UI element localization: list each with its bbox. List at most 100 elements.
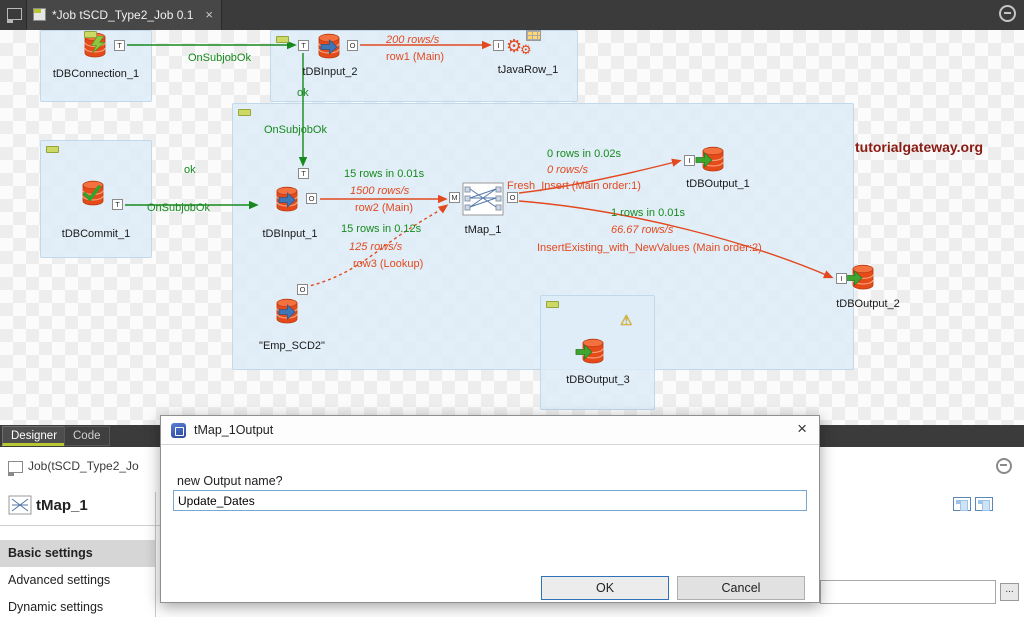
link-row2-name[interactable]: row2 (Main) xyxy=(355,202,414,214)
ok-button[interactable]: OK xyxy=(541,576,669,600)
grid-icon xyxy=(526,30,541,41)
link-row3-stats: 15 rows in 0.12s xyxy=(341,223,422,235)
bolt-icon xyxy=(89,36,106,53)
expression-field[interactable] xyxy=(820,580,996,604)
subjob-collapse-marker[interactable] xyxy=(276,36,289,43)
link-row2-stats: 15 rows in 0.01s xyxy=(344,168,425,180)
output-arrow-icon xyxy=(845,270,863,286)
dialog-prompt: new Output name? xyxy=(177,474,283,488)
empscd2-icon[interactable] xyxy=(272,296,308,330)
component-label-tmap1[interactable]: tMap_1 xyxy=(464,224,502,236)
port-input[interactable]: I xyxy=(493,40,504,51)
subjob-collapse-marker[interactable] xyxy=(546,301,559,308)
tab-code[interactable]: Code xyxy=(64,426,110,446)
cancel-button[interactable]: Cancel xyxy=(677,576,805,600)
output-arrow-icon xyxy=(575,344,593,360)
settings-item-advanced[interactable]: Advanced settings xyxy=(8,573,111,587)
rename-output-dialog: tMap_1Output × new Output name? OK Cance… xyxy=(160,415,820,603)
port-output[interactable]: O xyxy=(297,284,308,295)
input-arrow-icon xyxy=(320,39,338,55)
warning-icon: ⚠ xyxy=(620,312,633,328)
settings-item-dynamic[interactable]: Dynamic settings xyxy=(8,600,104,614)
map-rows-view-icon[interactable] xyxy=(975,497,993,511)
component-label-empscd2[interactable]: "Emp_SCD2" xyxy=(259,340,325,352)
job-breadcrumb: Job(tSCD_Type2_Jo xyxy=(28,459,139,473)
tmap-mini-icon xyxy=(8,495,32,520)
port-output[interactable]: O xyxy=(306,193,317,204)
component-label-tdbcommit1[interactable]: tDBCommit_1 xyxy=(61,228,131,240)
dialog-close-icon[interactable]: × xyxy=(797,419,807,438)
tmap1-icon[interactable] xyxy=(462,182,504,216)
input-arrow-icon xyxy=(278,304,296,320)
tab-designer[interactable]: Designer xyxy=(2,426,67,446)
link-label-ok[interactable]: ok xyxy=(297,87,309,99)
check-icon xyxy=(83,185,101,201)
dialog-title: tMap_1Output xyxy=(194,423,274,437)
link-label-onsubjobok[interactable]: OnSubjobOk xyxy=(188,52,251,64)
link-row1-name[interactable]: row1 (Main) xyxy=(386,51,445,63)
link-row1-rate: 200 rows/s xyxy=(386,34,440,46)
tdboutput2-icon[interactable] xyxy=(848,262,884,296)
subjob-collapse-marker[interactable] xyxy=(46,146,59,153)
port-trigger[interactable]: T xyxy=(112,199,123,210)
job-document-tab[interactable]: *Job tSCD_Type2_Job 0.1 × xyxy=(26,0,222,30)
port-output[interactable]: O xyxy=(507,192,518,203)
link-insert-rate: 66.67 rows/s xyxy=(611,224,674,236)
link-row2-rate: 1500 rows/s xyxy=(350,185,410,197)
link-fresh-name[interactable]: Fresh_Insert (Main order:1) xyxy=(507,180,641,192)
subjob-collapse-marker[interactable] xyxy=(238,109,251,116)
job-tab-title: *Job tSCD_Type2_Job 0.1 xyxy=(52,8,194,22)
port-input[interactable]: I xyxy=(684,155,695,166)
component-label-tdboutput2[interactable]: tDBOutput_2 xyxy=(836,298,900,310)
component-label-tdboutput1[interactable]: tDBOutput_1 xyxy=(686,178,750,190)
window-titlebar: *Job tSCD_Type2_Job 0.1 × xyxy=(0,0,1024,30)
component-title: tMap_1 xyxy=(36,497,88,514)
link-fresh-stats: 0 rows in 0.02s xyxy=(547,148,621,160)
port-trigger[interactable]: T xyxy=(298,40,309,51)
gear-icon: ⚙ xyxy=(506,36,523,56)
input-arrow-icon xyxy=(278,192,296,208)
component-label-tdboutput3[interactable]: tDBOutput_3 xyxy=(566,374,630,386)
port-main[interactable]: M xyxy=(449,192,460,203)
link-row3-name[interactable]: row3 (Lookup) xyxy=(353,258,424,270)
tab-close-icon[interactable]: × xyxy=(205,7,213,22)
app-icon xyxy=(7,8,22,23)
gear-icon: ⚙ xyxy=(520,42,532,57)
tdboutput3-icon[interactable] xyxy=(578,336,614,370)
output-arrow-icon xyxy=(695,152,713,168)
job-tab-icon xyxy=(33,8,46,21)
settings-column-divider xyxy=(155,492,156,617)
subjob-box-top[interactable] xyxy=(270,30,578,102)
component-label-tdbinput2[interactable]: tDBInput_2 xyxy=(302,66,358,78)
link-label-onsubjobok[interactable]: OnSubjobOk xyxy=(147,202,210,214)
watermark-text: tutorialgateway.org xyxy=(855,139,984,155)
map-editor-view-icon[interactable] xyxy=(953,497,971,511)
minimize-view-icon[interactable] xyxy=(999,5,1016,22)
port-output[interactable]: O xyxy=(347,40,358,51)
link-insert-name[interactable]: InsertExisting_with_NewValues (Main orde… xyxy=(537,242,762,254)
component-label-tdbinput1[interactable]: tDBInput_1 xyxy=(262,228,318,240)
port-trigger[interactable]: T xyxy=(298,168,309,179)
settings-item-basic[interactable]: Basic settings xyxy=(0,540,155,567)
tdbinput2-icon[interactable] xyxy=(314,31,350,65)
port-trigger[interactable]: T xyxy=(114,40,125,51)
dialog-titlebar[interactable]: tMap_1Output × xyxy=(161,416,819,445)
link-insert-stats: 1 rows in 0.01s xyxy=(611,207,685,219)
tdboutput1-icon[interactable] xyxy=(698,144,734,178)
component-label-tjavarow1[interactable]: tJavaRow_1 xyxy=(497,64,559,76)
output-name-input[interactable] xyxy=(173,490,807,511)
component-label-tdbconnection1[interactable]: tDBConnection_1 xyxy=(52,68,140,80)
tdbinput1-icon[interactable] xyxy=(272,184,308,218)
link-label-ok[interactable]: ok xyxy=(184,164,196,176)
tdbcommit1-icon[interactable] xyxy=(78,178,114,212)
tjavarow1-icon[interactable]: ⚙ ⚙ xyxy=(506,30,542,64)
link-label-onsubjobok[interactable]: OnSubjobOk xyxy=(264,124,327,136)
subjob-collapse-marker[interactable] xyxy=(84,31,97,38)
collapse-panel-icon[interactable] xyxy=(996,458,1012,474)
link-fresh-rate: 0 rows/s xyxy=(547,164,588,176)
dialog-icon xyxy=(171,423,186,438)
browse-ellipsis-button[interactable]: ... xyxy=(1000,583,1019,601)
port-input[interactable]: I xyxy=(836,273,847,284)
job-icon xyxy=(8,461,23,476)
link-row3-rate: 125 rows/s xyxy=(349,241,403,253)
